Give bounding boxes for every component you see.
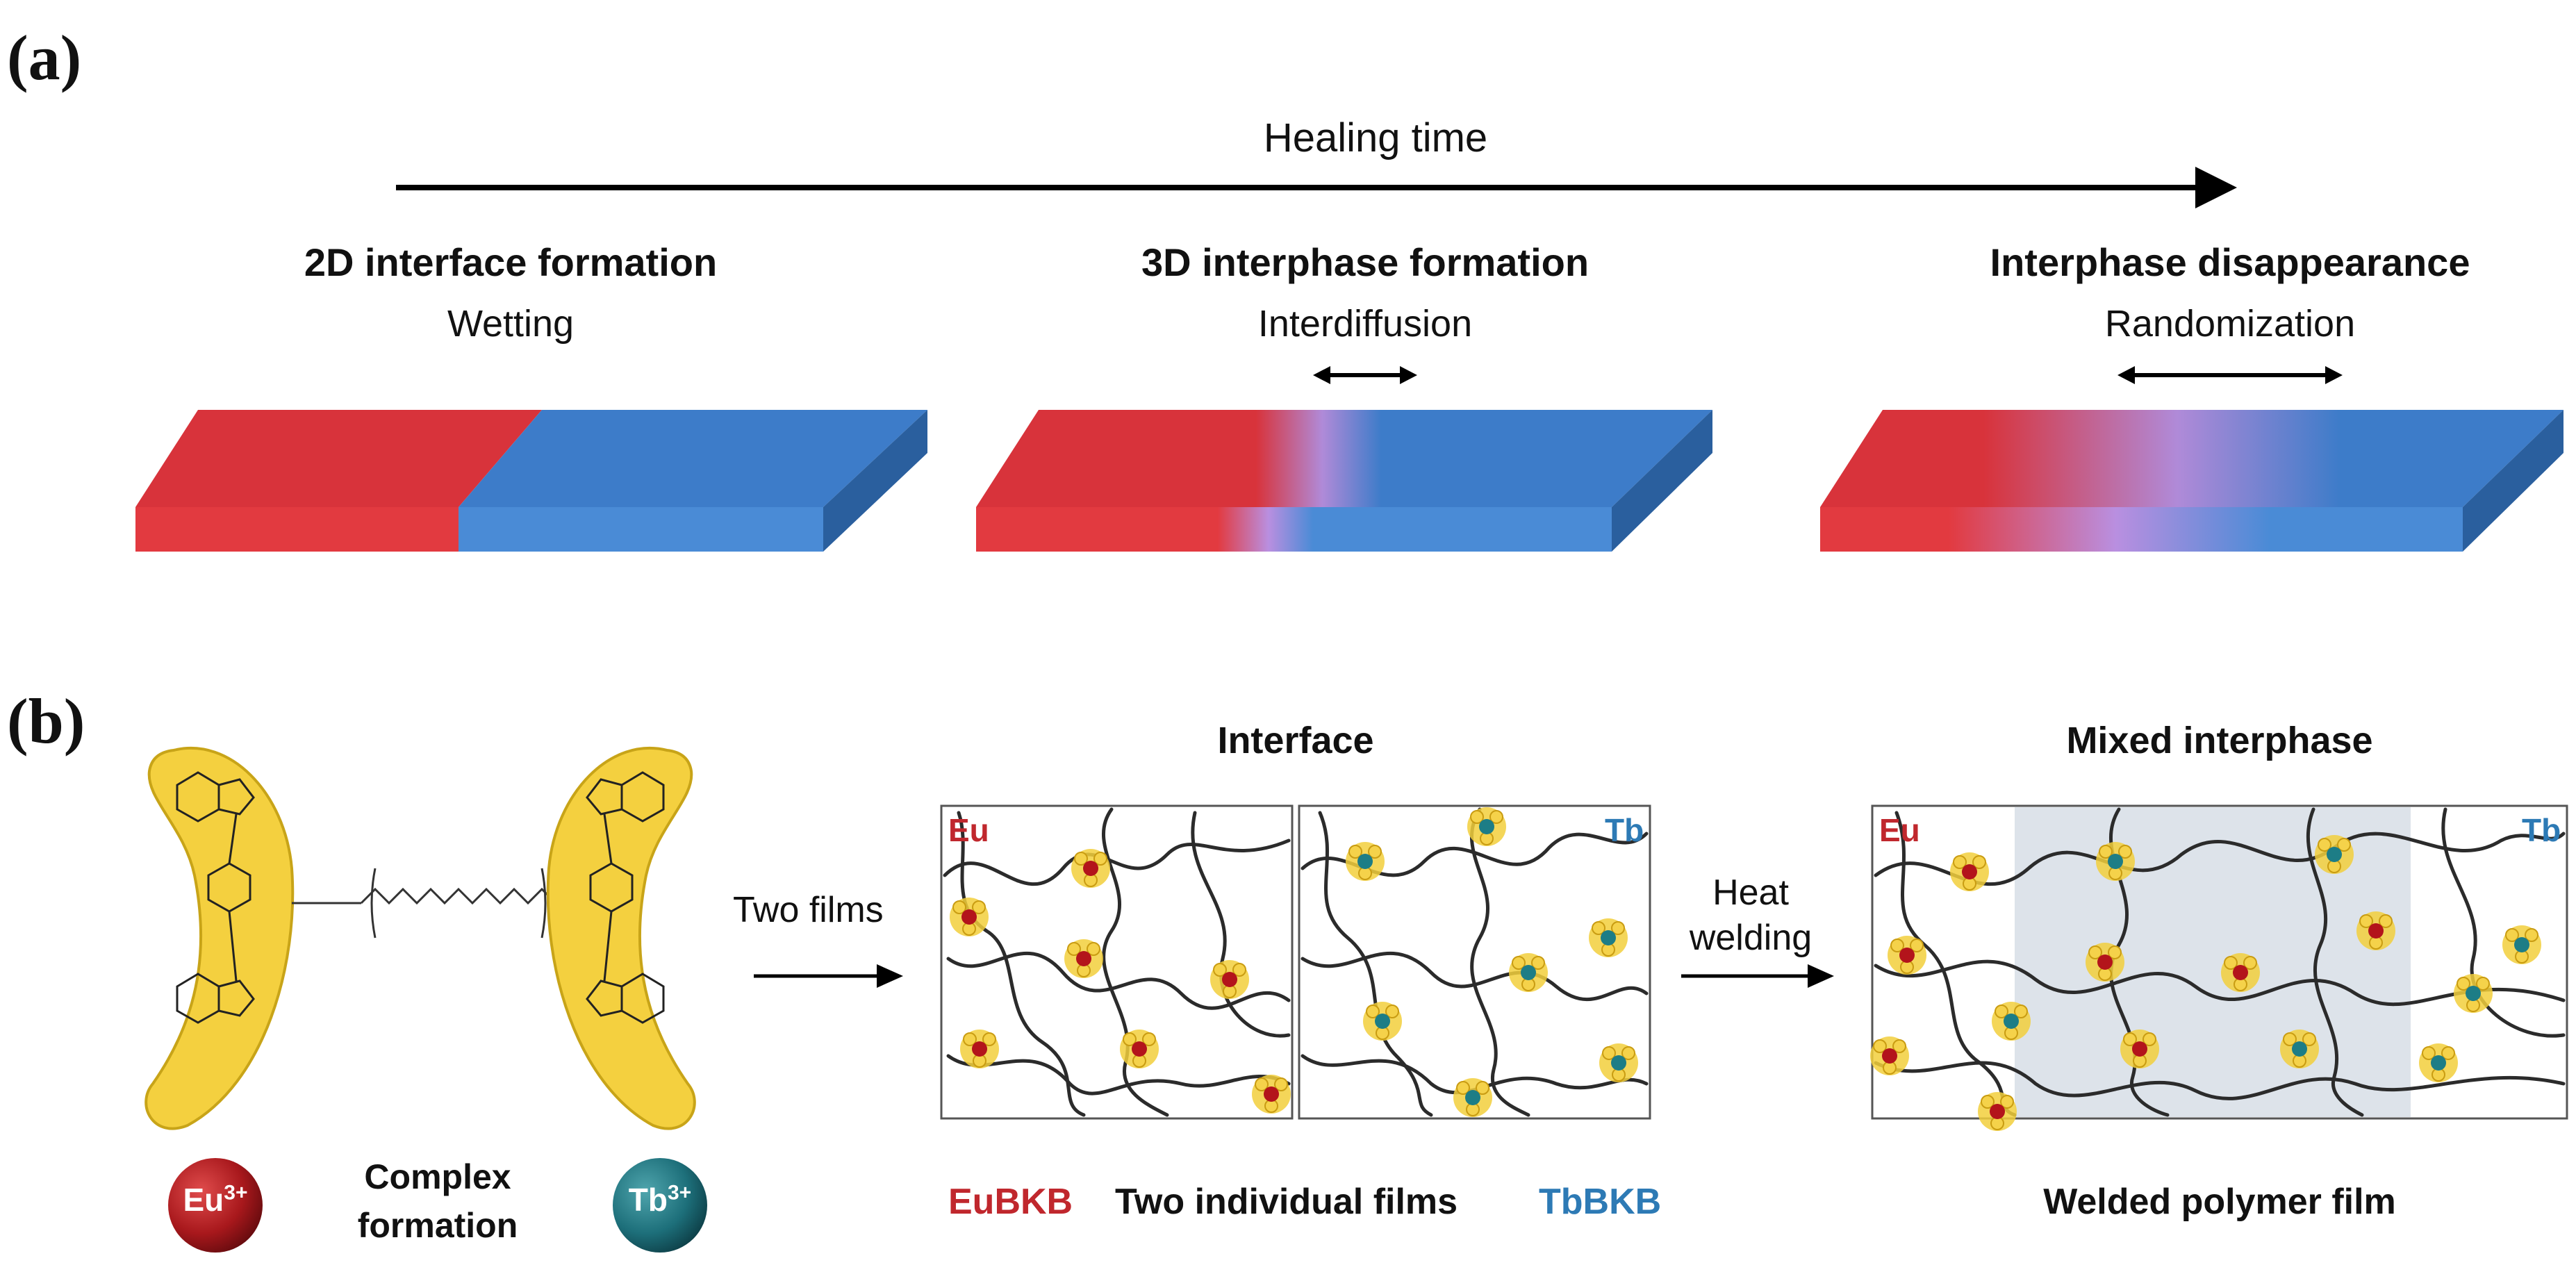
heat-welding-line2: welding <box>1689 918 1813 958</box>
healing-time-arrowhead <box>2195 167 2237 208</box>
stage-2-subtitle: Interdiffusion <box>1257 303 1473 345</box>
stage-2-title: 3D interphase formation <box>1141 240 1590 284</box>
panel-b-label: (b) <box>7 686 85 757</box>
tb-ion-sphere <box>613 1158 707 1253</box>
slab-randomization <box>1820 410 2563 552</box>
heat-welding-line1: Heat <box>1712 873 1789 913</box>
interdiffusion-arrow <box>1313 366 1417 384</box>
interface-title: Interface <box>1217 720 1374 761</box>
stage-1-subtitle: Wetting <box>447 303 575 345</box>
interface-tb-label: Tb <box>1605 812 1644 848</box>
two-films-label: Two films <box>733 890 884 930</box>
caption-tbbkb: TbBKB <box>1539 1182 1662 1222</box>
ligand-left <box>145 746 295 1130</box>
two-films-arrowhead <box>877 964 903 988</box>
stage-3-subtitle: Randomization <box>2104 303 2356 345</box>
eu-ion-label: Eu3+ <box>183 1181 248 1218</box>
mixed-tb-label: Tb <box>2522 812 2561 848</box>
eu-ion-sphere <box>168 1158 263 1253</box>
caption-two-individual-films: Two individual films <box>1115 1182 1458 1222</box>
complex-formation-line1: Complex <box>364 1157 511 1196</box>
healing-time-label: Healing time <box>1263 115 1488 160</box>
slab-interdiffusion <box>976 410 1712 552</box>
slab-interface <box>135 410 927 552</box>
stage-1-title: 2D interface formation <box>304 240 718 284</box>
interface-tb-box <box>1298 804 1651 1120</box>
ligand-linker <box>292 868 597 939</box>
interface-eu-label: Eu <box>948 812 989 848</box>
mixed-interphase-box <box>1869 804 2568 1132</box>
ligand-right <box>546 746 696 1130</box>
caption-welded-polymer-film: Welded polymer film <box>2043 1182 2396 1222</box>
panel-a-label: (a) <box>7 22 82 93</box>
randomization-arrow <box>2117 366 2343 384</box>
mixed-interphase-title: Mixed interphase <box>2066 720 2373 761</box>
heat-welding-arrowhead <box>1808 964 1834 988</box>
interface-eu-box <box>940 804 1294 1120</box>
tb-ion-label: Tb3+ <box>628 1181 692 1218</box>
caption-eubkb: EuBKB <box>948 1182 1073 1222</box>
stage-3-title: Interphase disappearance <box>1990 240 2470 284</box>
mixed-eu-label: Eu <box>1879 812 1920 848</box>
complex-formation-line2: formation <box>357 1206 518 1245</box>
